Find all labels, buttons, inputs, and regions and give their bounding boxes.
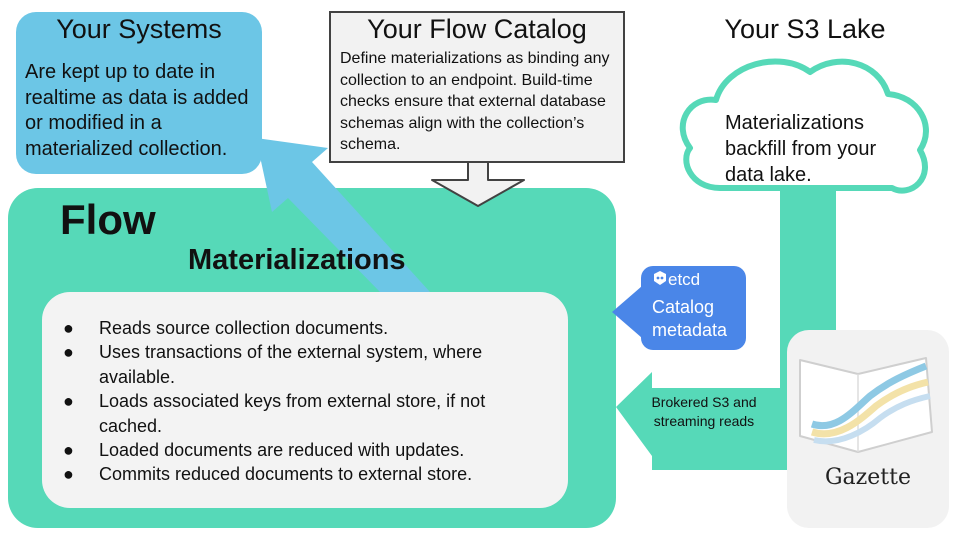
systems-body: Are kept up to date in realtime as data …: [25, 61, 249, 160]
systems-box: [16, 12, 262, 174]
to-systems-arrow: [256, 138, 430, 292]
list-item: ● Commits reduced documents to external s…: [58, 462, 548, 486]
catalog-box: [329, 11, 625, 163]
etcd-box: [641, 266, 746, 350]
catalog-arrow: [431, 161, 525, 207]
flow-title: Flow: [60, 196, 156, 243]
bullet-icon: ●: [63, 342, 74, 363]
materializations-title: Materializations: [188, 244, 406, 276]
systems-title: Your Systems: [56, 14, 222, 44]
catalog-title: Your Flow Catalog: [367, 14, 587, 44]
list-item: ● Loads associated keys from external sto…: [58, 389, 548, 438]
bullet-icon: ●: [63, 464, 74, 485]
brokered-arrow: [616, 372, 780, 456]
list-item: ● Uses transactions of the external syste…: [58, 340, 548, 389]
bullet-icon: ●: [63, 440, 74, 461]
etcd-arrow: [612, 286, 642, 338]
list-item-text: Uses transactions of the external system…: [99, 342, 483, 387]
etcd-logo-text: etcd: [668, 270, 701, 289]
etcd-body: Catalog metadata: [652, 297, 728, 340]
gazette-chart-icon: [799, 357, 933, 453]
lake-cloud: [679, 58, 929, 194]
lake-title: Your S3 Lake: [724, 14, 886, 44]
gazette-label: Gazette: [824, 465, 911, 490]
brokered-label: Brokered S3 and streaming reads: [651, 394, 757, 429]
lake-body: Materializations backfill from your data…: [725, 112, 877, 186]
list-item-text: Commits reduced documents to external st…: [99, 464, 473, 485]
etcd-logo-icon: [654, 271, 666, 285]
list-item-text: Reads source collection documents.: [99, 318, 389, 338]
catalog-body: Define materializations as binding any c…: [340, 50, 610, 153]
materializations-panel: [42, 292, 568, 508]
list-item: ● Reads source collection documents.: [58, 316, 548, 340]
list-item-text: Loads associated keys from external stor…: [99, 391, 486, 436]
bullet-icon: ●: [63, 391, 74, 412]
list-item-text: Loaded documents are reduced with update…: [99, 440, 465, 461]
bullet-icon: ●: [63, 318, 74, 338]
list-item: ● Loaded documents are reduced with updat…: [58, 438, 548, 462]
materializations-list: ● Reads source collection documents. ● Use…: [58, 316, 548, 487]
